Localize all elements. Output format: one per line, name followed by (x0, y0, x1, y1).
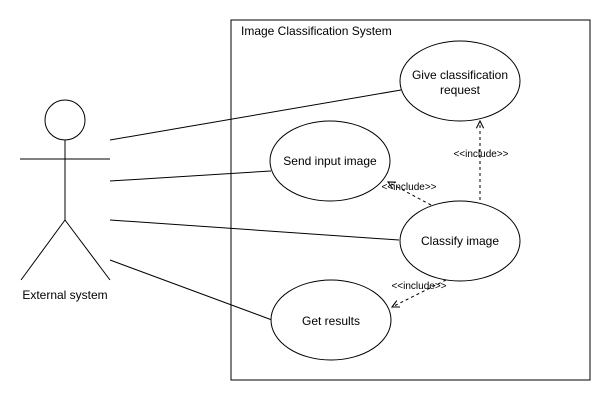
actor-head (44, 99, 86, 141)
include-label-results: <<include>> (391, 281, 446, 292)
use-case-ellipse (399, 40, 521, 122)
use-case-ellipse (269, 120, 391, 202)
include-label-send: <<include>> (381, 182, 436, 193)
use-case-ellipse (399, 200, 521, 282)
use-case-label: Get results (302, 314, 360, 328)
system-title: Image Classification System (241, 24, 392, 38)
use-case-ellipse (270, 279, 392, 361)
association-send-input-image (109, 170, 272, 182)
associations (109, 89, 402, 321)
actor-name: External system (22, 288, 107, 302)
include-arrow-to-send-input-image (388, 182, 432, 206)
include-relations: <<include>> <<include>> <<include>> (381, 121, 509, 307)
association-get-results (109, 259, 273, 321)
use-case-get-results: Get results (270, 279, 392, 361)
use-case-label: Give classification (412, 68, 508, 82)
use-case-give-classification-request: Give classification request (399, 40, 521, 122)
association-classify-image (109, 219, 400, 241)
use-case-label: Send input image (283, 154, 377, 168)
use-case-label: request (440, 83, 481, 97)
actor-left-leg (20, 219, 66, 281)
use-case-send-input-image: Send input image (269, 120, 391, 202)
use-case-label: Classify image (421, 234, 499, 248)
use-case-classify-image: Classify image (399, 200, 521, 282)
actor-right-leg (64, 219, 111, 281)
include-arrow-to-get-results (392, 279, 447, 307)
include-label-request: <<include>> (453, 149, 508, 160)
association-give-classification-request (109, 89, 402, 141)
actor-external-system: External system (20, 99, 111, 302)
